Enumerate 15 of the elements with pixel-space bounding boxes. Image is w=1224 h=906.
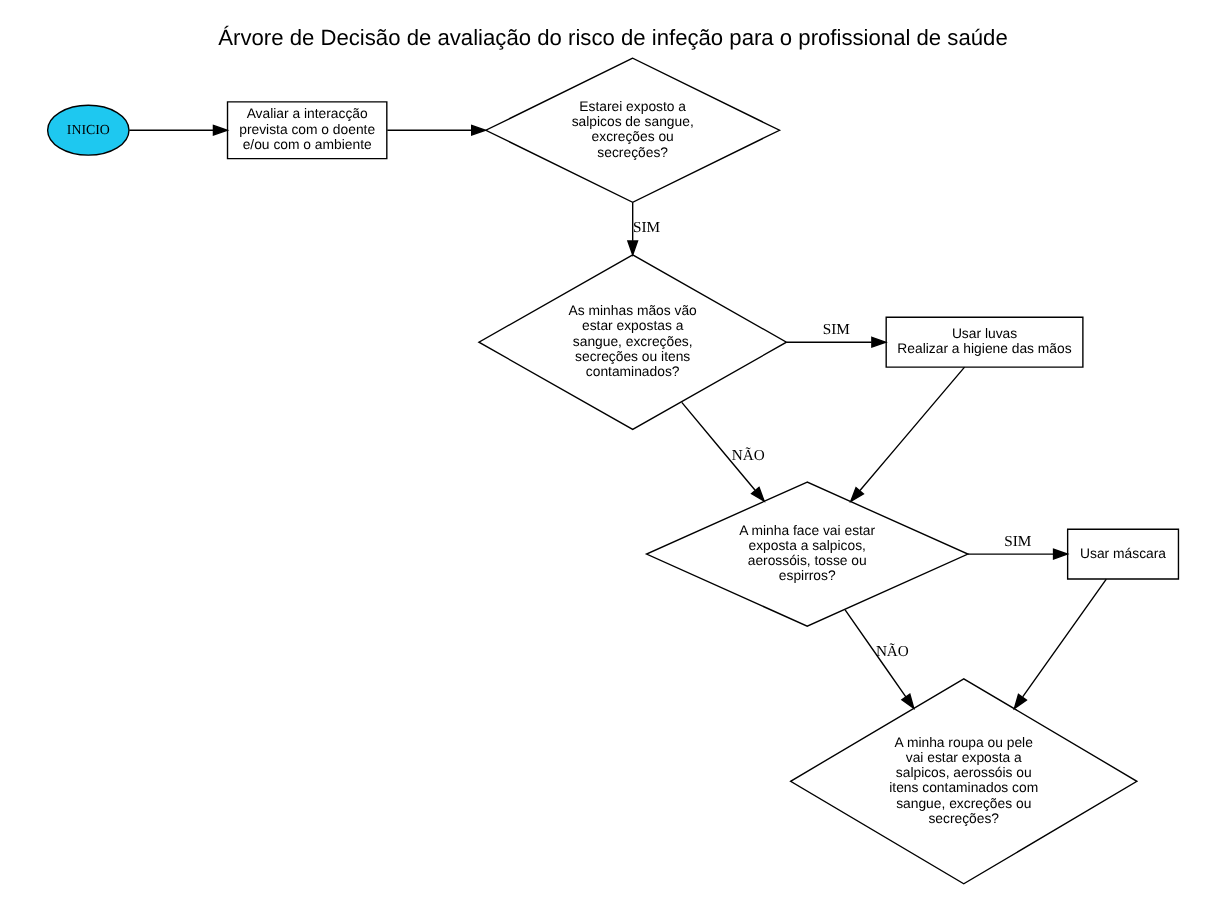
edge-label: NÃO — [874, 642, 908, 661]
arrow — [784, 336, 887, 348]
edge-label: SIM — [632, 218, 660, 237]
arrow — [127, 124, 229, 137]
arrow — [680, 401, 765, 503]
edge-label: NÃO — [730, 445, 764, 464]
edge-label: SIM — [1003, 531, 1031, 550]
arrow — [385, 124, 487, 137]
arrow — [966, 548, 1069, 560]
arrow — [848, 366, 965, 503]
edge-label: SIM — [821, 319, 849, 338]
arrow — [843, 609, 914, 710]
arrow — [1012, 578, 1106, 711]
arrow — [625, 201, 638, 257]
diagram-title: Árvore de Decisão de avaliação do risco de infeção para o profissional de saúde — [217, 27, 1007, 52]
